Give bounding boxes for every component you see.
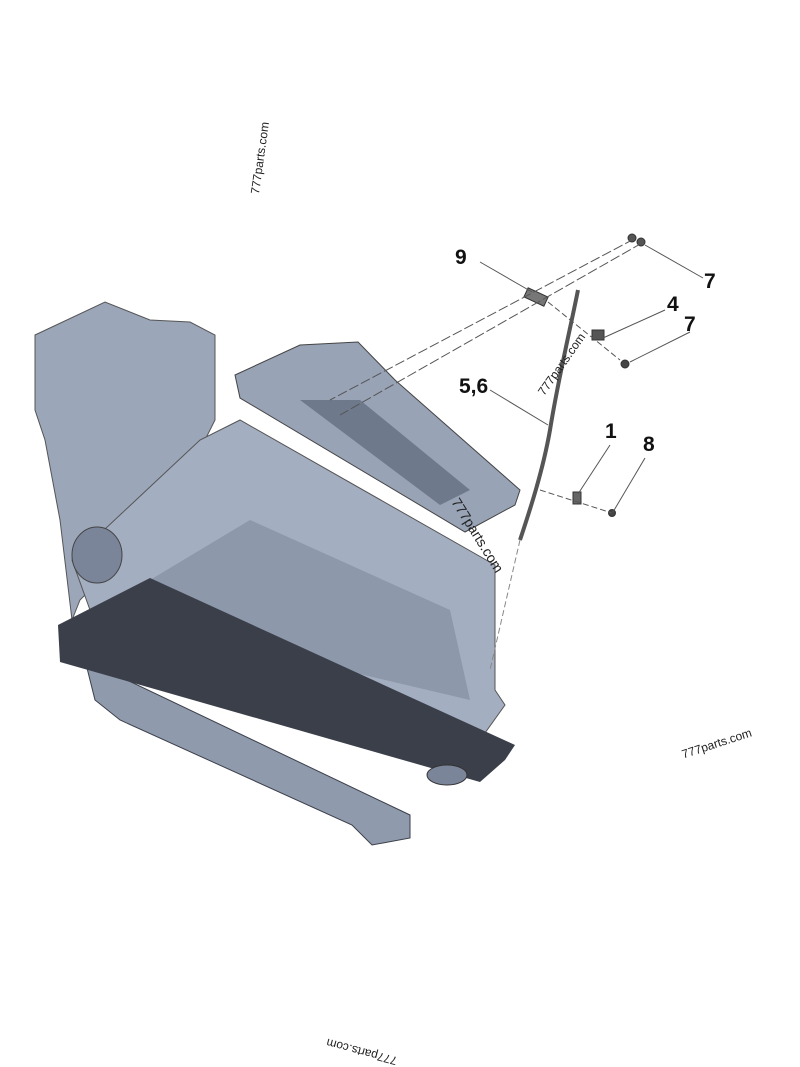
dipstick-tube — [518, 289, 580, 541]
callout-8: 8 — [643, 433, 655, 456]
pulley — [426, 764, 468, 786]
callout-9: 9 — [455, 246, 467, 269]
bolt-2 — [636, 237, 646, 247]
callout-7-top: 7 — [704, 270, 716, 293]
flywheel-hub — [71, 526, 123, 584]
clip — [591, 329, 605, 341]
callout-4: 4 — [667, 293, 679, 316]
exhaust-manifold — [234, 341, 521, 533]
callout-1: 1 — [605, 420, 617, 443]
bracket — [523, 287, 549, 307]
leader-lines — [329, 238, 704, 514]
block-side-shade — [150, 520, 470, 700]
engine-block — [34, 301, 515, 846]
callout-5-6: 5,6 — [459, 375, 489, 398]
dipstick-parts — [489, 233, 646, 671]
nut-7 — [620, 359, 630, 369]
sleeve — [572, 491, 582, 505]
callout-7-bottom: 7 — [684, 313, 696, 336]
oil-pan-rail — [58, 578, 515, 782]
oil-pan-lower — [84, 659, 411, 846]
bolt-1 — [627, 233, 637, 243]
